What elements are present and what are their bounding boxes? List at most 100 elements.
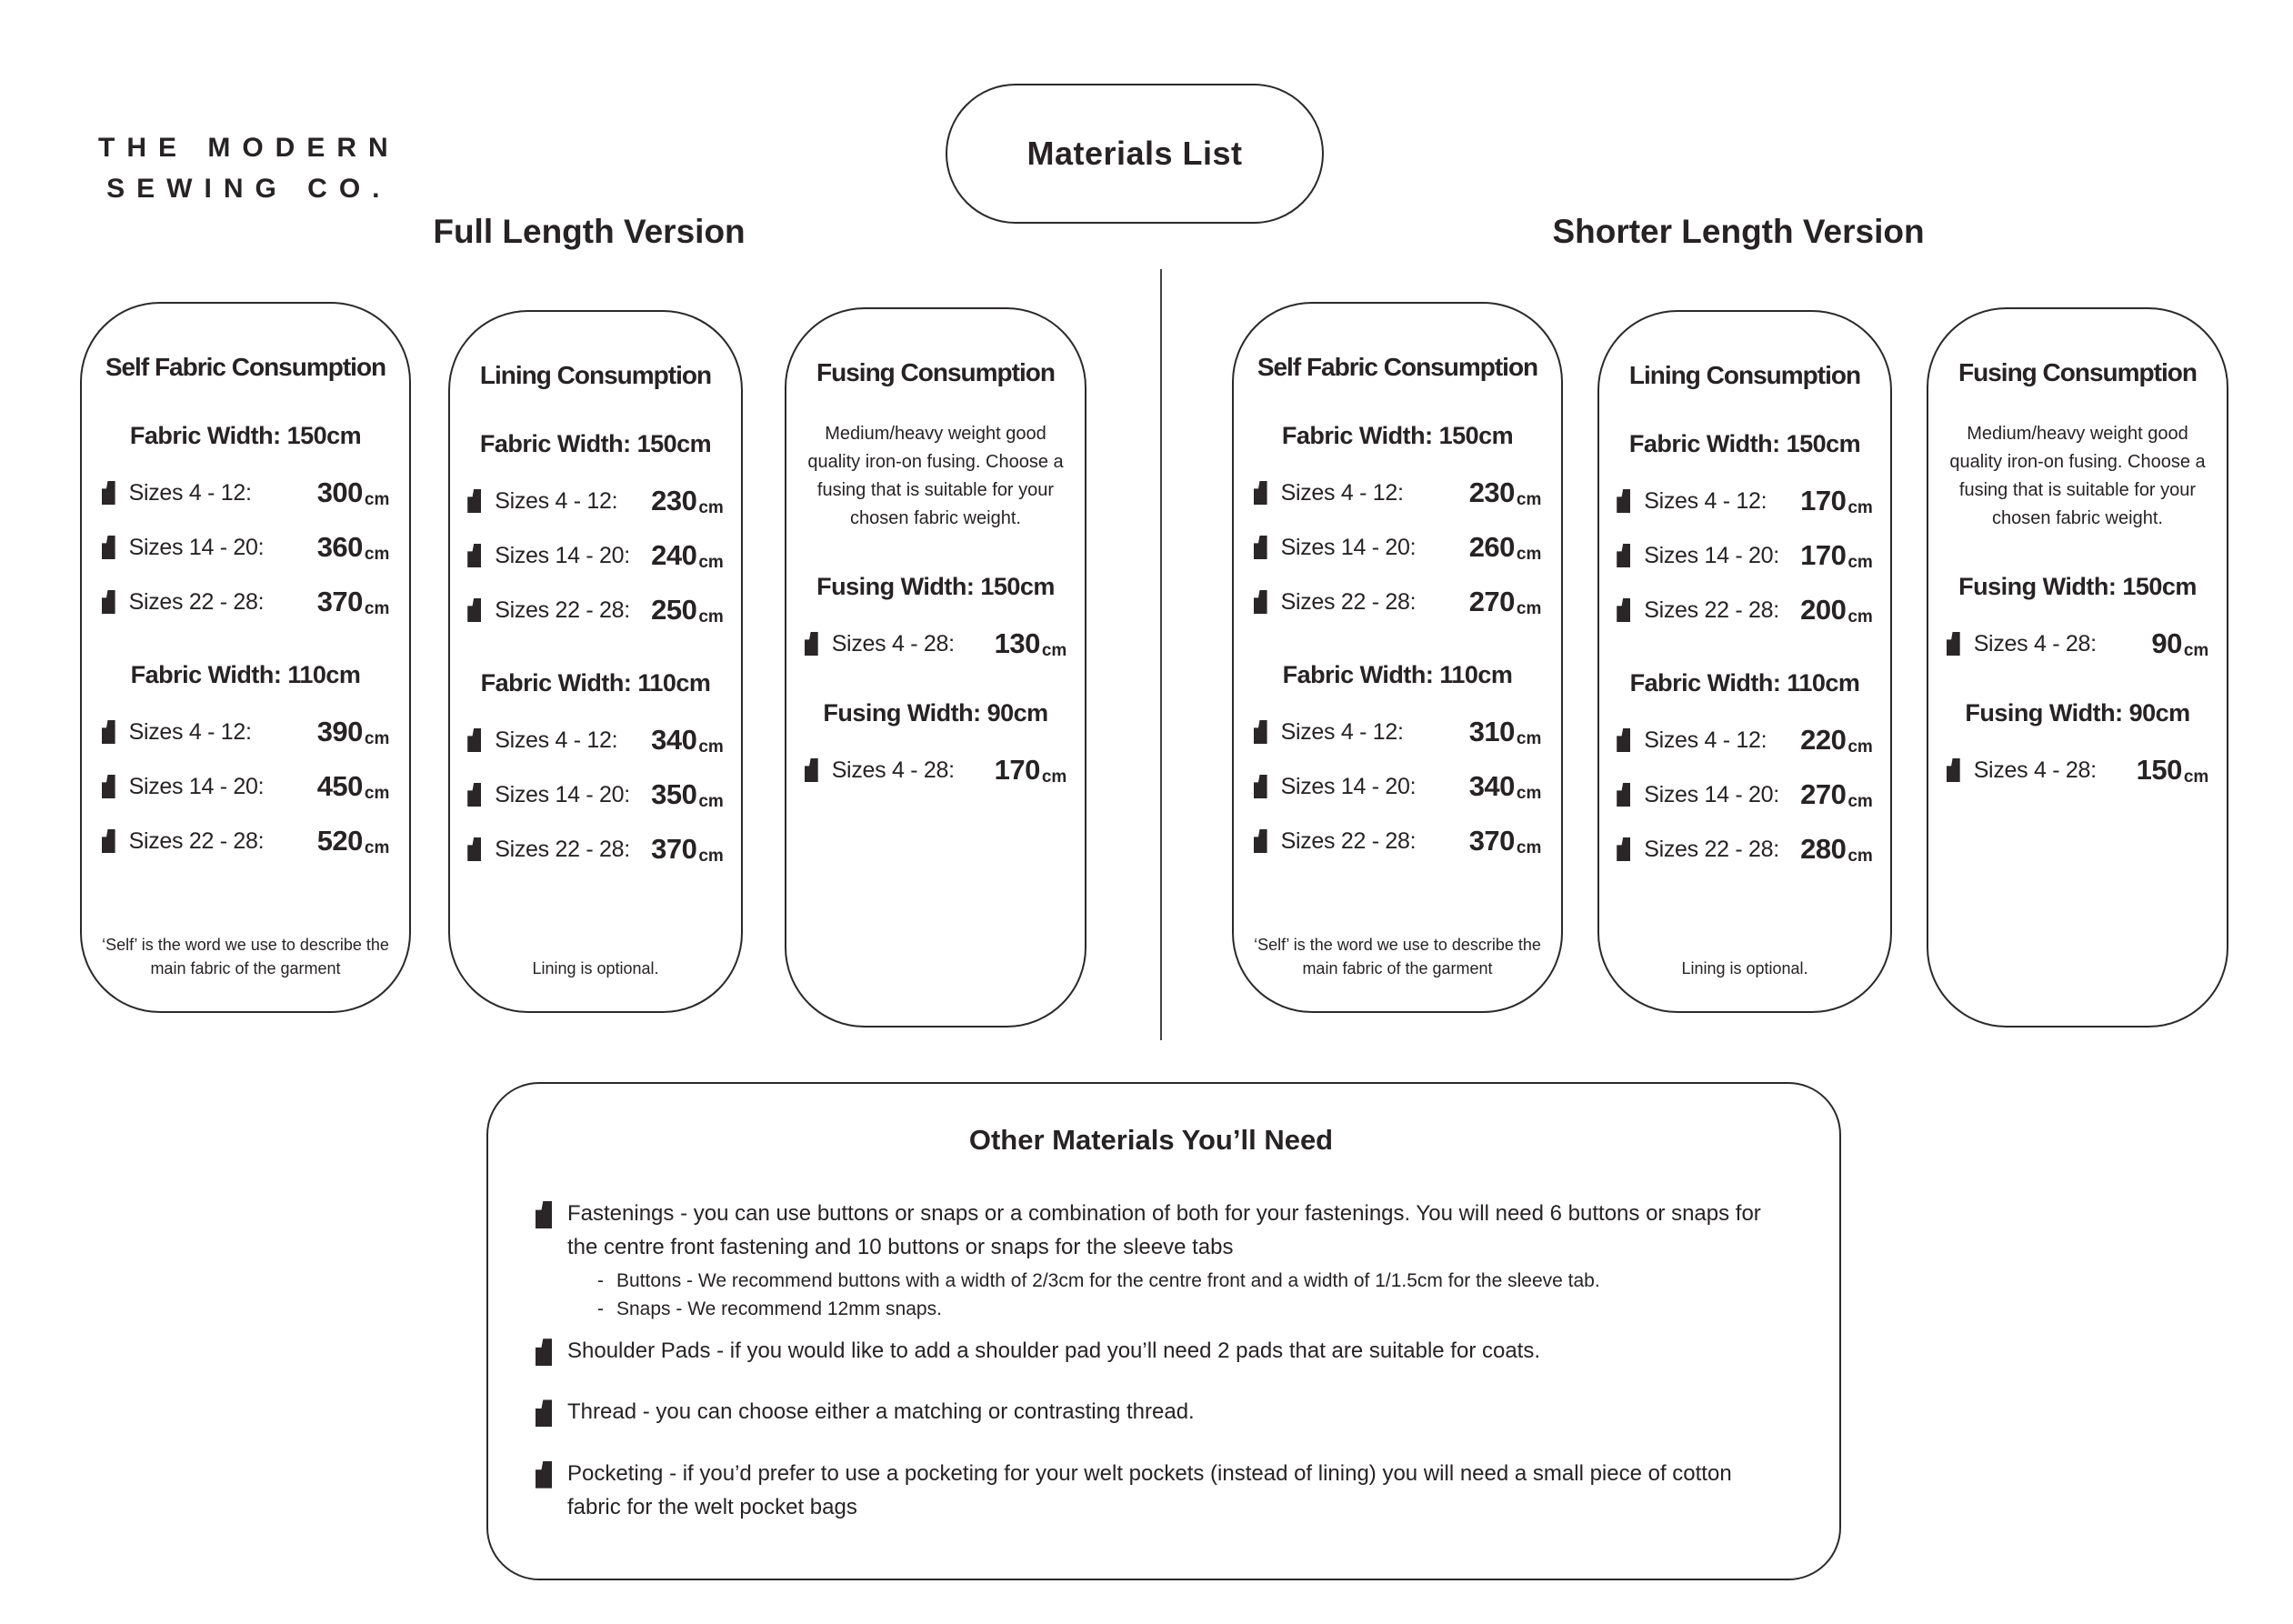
size-row: Sizes 4 - 12: 170 cm <box>1617 482 1873 520</box>
size-range-label: Sizes 14 - 20: <box>1280 534 1417 560</box>
size-range-label: Sizes 22 - 28: <box>1280 827 1417 854</box>
fabric-swatch-bullet-icon <box>1253 829 1267 853</box>
size-row: Sizes 4 - 12: 230 cm <box>467 482 724 520</box>
length-value: 170 <box>994 754 1041 786</box>
size-row: Sizes 22 - 28: 200 cm <box>1617 591 1873 629</box>
length-unit: cm <box>1041 767 1067 787</box>
length-unit: cm <box>1847 737 1873 757</box>
fabric-swatch-bullet-icon <box>467 544 482 567</box>
length-unit: cm <box>698 498 724 517</box>
length-value: 350 <box>651 778 697 810</box>
size-row: Sizes 4 - 12: 390 cm <box>101 713 390 751</box>
size-row: Sizes 4 - 12: 230 cm <box>1253 474 1541 512</box>
size-range-label: Sizes 14 - 20: <box>1280 773 1417 799</box>
length-value: 200 <box>1800 594 1847 626</box>
size-row: Sizes 14 - 20: 260 cm <box>1253 528 1542 566</box>
fusing-width-heading: Fusing Width: 150cm <box>816 573 1055 600</box>
fabric-swatch-bullet-icon <box>1253 720 1267 744</box>
size-rows: Sizes 4 - 12: 300 cm Sizes 14 - 20: 360 … <box>101 457 390 621</box>
size-range-label: Sizes 22 - 28: <box>128 588 265 615</box>
size-row: Sizes 22 - 28: 250 cm <box>467 591 724 629</box>
size-range-label: Sizes 4 - 12: <box>128 479 252 506</box>
self-fabric-consumption-card-full: Self Fabric Consumption Fabric Width: 15… <box>80 302 411 1013</box>
material-item-shoulder-pads: Shoulder Pads - if you would like to add… <box>536 1334 1767 1368</box>
fusing-intro-note: Medium/heavy weight good quality iron-on… <box>1949 424 2206 528</box>
length-unit: cm <box>364 545 390 564</box>
size-range-label: Sizes 4 - 12: <box>1280 479 1404 506</box>
length-value: 340 <box>1468 770 1516 802</box>
card-title: Fusing Consumption <box>1958 358 2198 386</box>
length-unit: cm <box>1847 553 1873 572</box>
length-unit: cm <box>364 599 390 618</box>
size-range-label: Sizes 14 - 20: <box>495 781 630 807</box>
other-materials-card: Other Materials You’ll Need Fastenings -… <box>486 1082 1841 1580</box>
length-unit: cm <box>1847 792 1873 811</box>
fabric-swatch-bullet-icon <box>1617 544 1631 567</box>
size-row: Sizes 4 - 28: 150 cm <box>1946 751 2208 789</box>
dash-bullet: - <box>597 1298 604 1319</box>
length-unit: cm <box>1516 545 1542 564</box>
fabric-swatch-bullet-icon <box>1946 758 1960 782</box>
fabric-width-heading: Fabric Width: 150cm <box>1281 422 1514 449</box>
length-value: 90 <box>2151 627 2182 659</box>
material-item-thread: Thread - you can choose either a matchin… <box>536 1395 1767 1429</box>
fabric-swatch-bullet-icon <box>536 1460 552 1489</box>
size-range-label: Sizes 22 - 28: <box>495 596 630 623</box>
fabric-swatch-bullet-icon <box>467 728 482 752</box>
material-subitem-text: Buttons - We recommend buttons with a wi… <box>616 1270 1600 1292</box>
size-range-label: Sizes 4 - 28: <box>831 630 955 657</box>
fabric-width-group: Fabric Width: 150cm Sizes 4 - 12: 170 cm… <box>1599 390 1890 629</box>
size-row: Sizes 14 - 20: 350 cm <box>467 776 724 814</box>
fabric-swatch-bullet-icon <box>1253 775 1267 798</box>
fabric-swatch-bullet-icon <box>1617 489 1631 513</box>
size-row: Sizes 4 - 28: 130 cm <box>804 625 1066 663</box>
fabric-swatch-bullet-icon <box>804 758 818 782</box>
size-row: Sizes 4 - 28: 90 cm <box>1946 625 2209 663</box>
material-subitem-snaps: - Snaps - We recommend 12mm snaps. <box>597 1296 1767 1323</box>
fabric-swatch-bullet-icon <box>536 1338 552 1367</box>
other-materials-title: Other Materials You’ll Need <box>968 1124 1334 1156</box>
card-title: Self Fabric Consumption <box>105 353 386 381</box>
fabric-swatch-bullet-icon <box>536 1399 552 1428</box>
fusing-width-heading: Fusing Width: 90cm <box>823 699 1048 727</box>
size-rows: Sizes 4 - 12: 390 cm Sizes 14 - 20: 450 … <box>101 697 390 860</box>
fabric-width-heading: Fabric Width: 110cm <box>1629 669 1860 697</box>
length-unit: cm <box>1516 784 1542 803</box>
length-value: 280 <box>1800 833 1847 865</box>
material-item-text: Pocketing - if you’d prefer to use a poc… <box>567 1460 1732 1519</box>
dash-bullet: - <box>597 1270 604 1292</box>
material-item-text: Fastenings - you can use buttons or snap… <box>567 1201 1761 1260</box>
card-title: Lining Consumption <box>1628 361 1861 389</box>
full-length-version-title: Full Length Version <box>433 213 746 250</box>
length-value: 270 <box>1468 586 1516 617</box>
length-unit: cm <box>364 729 390 748</box>
size-rows: Sizes 4 - 12: 340 cm Sizes 14 - 20: 350 … <box>467 705 724 868</box>
size-row: Sizes 14 - 20: 170 cm <box>1617 536 1873 575</box>
length-value: 520 <box>316 825 364 857</box>
fabric-swatch-bullet-icon <box>536 1201 552 1228</box>
length-unit: cm <box>698 737 724 757</box>
size-range-label: Sizes 4 - 12: <box>128 718 252 745</box>
brand-line-2: SEWING CO. <box>106 174 392 204</box>
shorter-length-version-title: Shorter Length Version <box>1552 213 1925 250</box>
length-value: 230 <box>651 485 697 516</box>
length-value: 370 <box>1468 825 1516 857</box>
lining-optional-footnote: Lining is optional. <box>1681 958 1808 977</box>
size-row: Sizes 4 - 12: 300 cm <box>101 474 389 512</box>
size-range-label: Sizes 4 - 12: <box>1644 727 1767 753</box>
size-row: Sizes 4 - 12: 220 cm <box>1617 721 1873 759</box>
length-value: 170 <box>1800 485 1847 516</box>
size-range-label: Sizes 4 - 28: <box>1973 630 2097 657</box>
materials-list-badge: Materials List <box>946 84 1324 224</box>
fabric-swatch-bullet-icon <box>101 720 115 744</box>
material-item-pocketing: Pocketing - if you’d prefer to use a poc… <box>536 1457 1767 1524</box>
size-range-label: Sizes 22 - 28: <box>1644 836 1779 862</box>
size-row: Sizes 14 - 20: 340 cm <box>1253 767 1542 806</box>
length-unit: cm <box>364 838 390 857</box>
length-unit: cm <box>2183 641 2209 660</box>
size-row: Sizes 22 - 28: 370 cm <box>101 583 390 621</box>
length-unit: cm <box>1516 599 1542 618</box>
fusing-consumption-card-full: Fusing Consumption Medium/heavy weight g… <box>785 307 1086 1028</box>
fabric-swatch-bullet-icon <box>1253 481 1267 505</box>
fabric-swatch-bullet-icon <box>101 536 115 559</box>
